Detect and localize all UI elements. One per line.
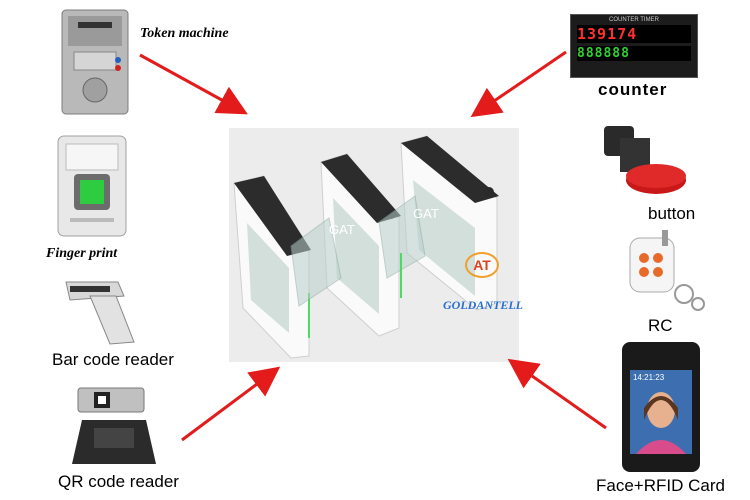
emergency-button-image xyxy=(600,120,690,200)
brand-logo-text: GOLDANTELL xyxy=(443,298,523,312)
remote-control-image xyxy=(626,228,710,314)
label-qr-code-reader: QR code reader xyxy=(58,472,179,491)
counter-bottom-digits: 888888 xyxy=(577,46,691,61)
label-counter: counter xyxy=(598,80,668,99)
face-rfid-device-image: 14:21:23 xyxy=(622,342,700,472)
arrow-qr-to-gate xyxy=(181,366,281,442)
arrow-face-to-gate xyxy=(507,358,607,430)
counter-top-digits: 139174 xyxy=(577,25,691,43)
arrow-token-to-gate xyxy=(139,53,248,115)
counter-header-text: COUNTER TIMER xyxy=(609,17,659,23)
face-device-time: 14:21:23 xyxy=(633,373,665,382)
label-rc: RC xyxy=(648,316,673,335)
gate-sign-left: GAT xyxy=(329,222,355,237)
gate-sign-right: GAT xyxy=(413,206,439,221)
token-machine-image xyxy=(60,8,130,116)
fingerprint-reader-image xyxy=(56,134,128,238)
qr-code-reader-image xyxy=(64,384,164,474)
arrow-counter-to-gate xyxy=(470,50,567,118)
turnstile-gate-image: GAT GAT AT GOLDANTELL xyxy=(229,128,523,362)
bar-code-reader-image xyxy=(60,278,144,346)
counter-device-image: COUNTER TIMER 139174 888888 xyxy=(570,14,698,78)
label-button: button xyxy=(648,204,696,223)
label-token-machine: Token machine xyxy=(140,26,229,41)
label-finger-print: Finger print xyxy=(46,246,118,261)
face-device-screen: 14:21:23 xyxy=(630,370,692,454)
label-bar-code-reader: Bar code reader xyxy=(52,350,174,369)
label-face-rfid-card: Face+RFID Card xyxy=(596,476,725,495)
brand-logo-mark: AT xyxy=(465,252,499,278)
